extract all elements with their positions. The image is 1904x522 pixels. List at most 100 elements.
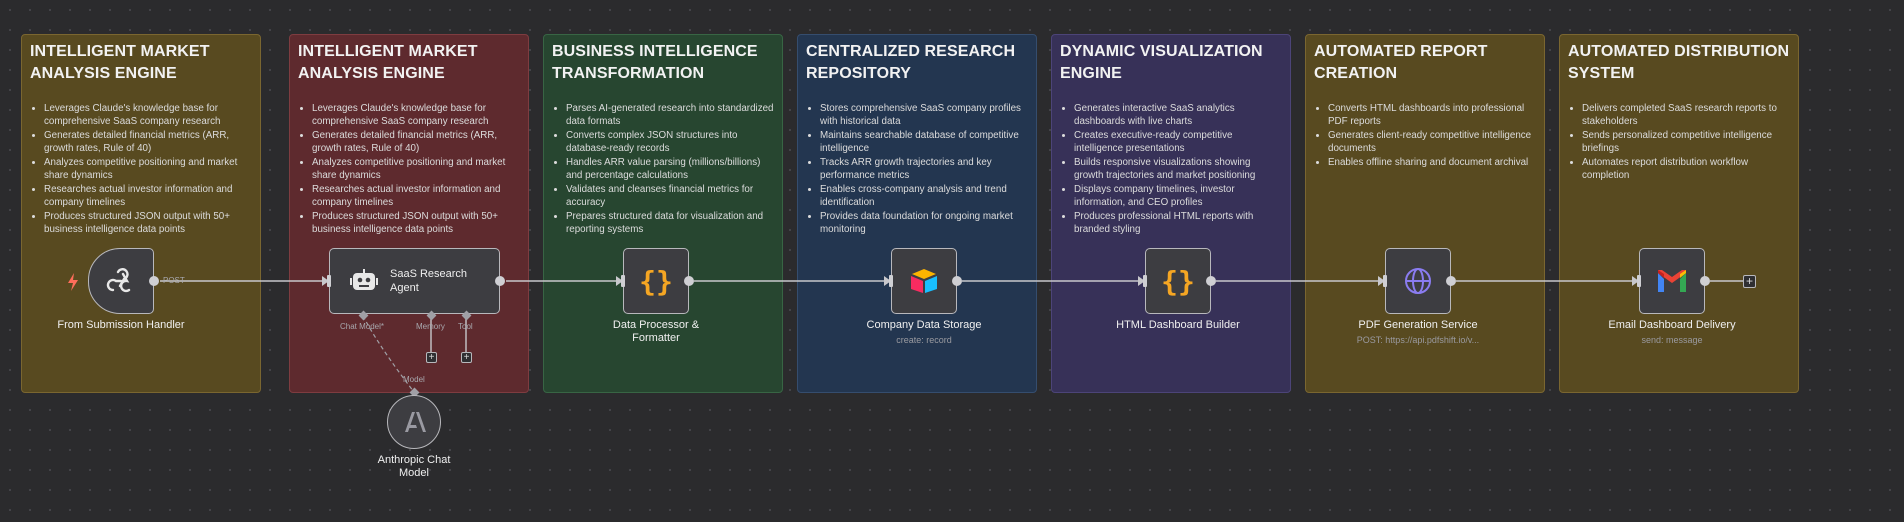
storage-node-label: Company Data Storage <box>866 319 982 331</box>
note-bullet: Generates detailed financial metrics (AR… <box>312 130 520 155</box>
note-bullet: Generates detailed financial metrics (AR… <box>44 130 252 155</box>
note-bullet: Stores comprehensive SaaS company profil… <box>820 103 1028 128</box>
email-node-label: Email Dashboard Delivery <box>1608 319 1736 331</box>
note-bullets: Leverages Claude's knowledge base for co… <box>30 103 252 236</box>
robot-icon <box>350 269 378 290</box>
input-port[interactable] <box>621 275 625 287</box>
chat-model-port-label: Chat Model* <box>340 322 385 331</box>
note-bullet: Produces professional HTML reports with … <box>1074 211 1282 236</box>
note-bullets: Delivers completed SaaS research reports… <box>1568 103 1790 182</box>
model-label-line1: Anthropic Chat <box>377 454 451 466</box>
output-port[interactable] <box>1206 276 1216 286</box>
arrow-agent <box>322 276 329 286</box>
bolt-icon <box>68 273 78 291</box>
note-bullets: Converts HTML dashboards into profession… <box>1314 103 1536 170</box>
model-node-label: Anthropic Chat Model <box>354 454 474 480</box>
tool-port-label: Tool <box>458 322 473 331</box>
note-distribution-system[interactable]: AUTOMATED DISTRIBUTION SYSTEM Delivers c… <box>1559 34 1799 393</box>
add-memory-button[interactable]: + <box>426 352 437 363</box>
input-port[interactable] <box>889 275 893 287</box>
note-market-analysis-2[interactable]: INTELLIGENT MARKET ANALYSIS ENGINE Lever… <box>289 34 529 393</box>
pdf-node-subtitle: POST: https://api.pdfshift.io/v... <box>1356 335 1480 345</box>
input-port[interactable] <box>1143 275 1147 287</box>
note-title: AUTOMATED REPORT CREATION <box>1314 43 1488 82</box>
output-port[interactable] <box>1446 276 1456 286</box>
note-bullet: Enables cross-company analysis and trend… <box>820 184 1028 209</box>
note-bullet: Leverages Claude's knowledge base for co… <box>44 103 252 128</box>
note-bullet: Sends personalized competitive intellige… <box>1582 130 1790 155</box>
note-bullets: Leverages Claude's knowledge base for co… <box>298 103 520 236</box>
note-bullets: Stores comprehensive SaaS company profil… <box>806 103 1028 236</box>
memory-port-label: Memory <box>416 322 445 331</box>
note-bullet: Enables offline sharing and document arc… <box>1328 157 1536 170</box>
dashboard-node-label: HTML Dashboard Builder <box>1116 319 1240 331</box>
company-data-storage-node[interactable] <box>889 248 962 314</box>
note-bullet: Generates interactive SaaS analytics das… <box>1074 103 1282 128</box>
note-title: INTELLIGENT MARKET ANALYSIS ENGINE <box>298 43 478 82</box>
input-port[interactable] <box>327 275 331 287</box>
note-bullet: Produces structured JSON output with 50+… <box>312 211 520 236</box>
agent-title-line1: SaaS Research <box>390 268 468 280</box>
note-bullet: Displays company timelines, investor inf… <box>1074 184 1282 209</box>
globe-icon <box>1405 268 1431 294</box>
saas-research-agent-node[interactable]: SaaS Research Agent <box>327 248 505 314</box>
note-bullet: Tracks ARR growth trajectories and key p… <box>820 157 1028 182</box>
note-visualization-engine[interactable]: DYNAMIC VISUALIZATION ENGINE Generates i… <box>1051 34 1291 393</box>
note-research-repository[interactable]: CENTRALIZED RESEARCH REPOSITORY Stores c… <box>797 34 1037 393</box>
from-submission-handler-node[interactable] <box>88 248 159 314</box>
input-port[interactable] <box>1637 275 1641 287</box>
note-bullet: Prepares structured data for visualizati… <box>566 211 774 236</box>
note-bullet: Delivers completed SaaS research reports… <box>1582 103 1790 128</box>
trigger-node-label: From Submission Handler <box>57 319 185 331</box>
output-port[interactable] <box>952 276 962 286</box>
note-market-analysis-1[interactable]: INTELLIGENT MARKET ANALYSIS ENGINE Lever… <box>21 34 261 393</box>
note-bullet: Analyzes competitive positioning and mar… <box>44 157 252 182</box>
airtable-icon <box>911 269 937 293</box>
arrow-pdf <box>1378 276 1385 286</box>
note-title: INTELLIGENT MARKET ANALYSIS ENGINE <box>30 43 210 82</box>
email-dashboard-delivery-node[interactable] <box>1637 248 1710 314</box>
html-dashboard-builder-node[interactable]: {} <box>1143 248 1216 314</box>
note-bullet: Generates client-ready competitive intel… <box>1328 130 1536 155</box>
agent-title-line2: Agent <box>390 282 419 294</box>
note-bullet: Converts HTML dashboards into profession… <box>1328 103 1536 128</box>
anthropic-chat-model-node[interactable] <box>387 395 441 449</box>
data-processor-node[interactable]: {} <box>621 248 694 314</box>
note-report-creation[interactable]: AUTOMATED REPORT CREATION Converts HTML … <box>1305 34 1545 393</box>
pdf-node-label: PDF Generation Service <box>1358 319 1478 331</box>
arrow-dashboard <box>1138 276 1145 286</box>
processor-label-line2: Formatter <box>632 332 680 344</box>
pdf-generation-service-node[interactable] <box>1383 248 1456 314</box>
note-bullet: Converts complex JSON structures into da… <box>566 130 774 155</box>
note-bullet: Builds responsive visualizations showing… <box>1074 157 1282 182</box>
processor-node-label: Data Processor & Formatter <box>586 319 726 345</box>
note-bi-transformation[interactable]: BUSINESS INTELLIGENCE TRANSFORMATION Par… <box>543 34 783 393</box>
output-port[interactable] <box>1700 276 1710 286</box>
note-bullet: Produces structured JSON output with 50+… <box>44 211 252 236</box>
note-bullet: Provides data foundation for ongoing mar… <box>820 211 1028 236</box>
note-bullet: Researches actual investor information a… <box>44 184 252 209</box>
add-node-button[interactable]: + <box>1743 275 1756 288</box>
webhook-icon <box>106 268 131 293</box>
note-bullet: Analyzes competitive positioning and mar… <box>312 157 520 182</box>
input-port[interactable] <box>1383 275 1387 287</box>
code-braces-icon: {} <box>1161 264 1195 298</box>
output-port[interactable] <box>495 276 505 286</box>
note-bullets: Generates interactive SaaS analytics das… <box>1060 103 1282 236</box>
add-tool-button[interactable]: + <box>461 352 472 363</box>
output-port[interactable] <box>149 276 159 286</box>
note-title: BUSINESS INTELLIGENCE TRANSFORMATION <box>552 43 758 82</box>
wire-model-agent <box>362 315 415 393</box>
output-port[interactable] <box>684 276 694 286</box>
agent-title: SaaS Research Agent <box>390 267 467 295</box>
note-bullet: Automates report distribution workflow c… <box>1582 157 1790 182</box>
arrow-processor <box>616 276 623 286</box>
note-title: DYNAMIC VISUALIZATION ENGINE <box>1060 43 1263 82</box>
processor-label-line1: Data Processor & <box>612 319 700 331</box>
model-label-line2: Model <box>399 467 429 479</box>
storage-node-subtitle: create: record <box>896 335 952 345</box>
note-bullet: Handles ARR value parsing (millions/bill… <box>566 157 774 182</box>
note-title: CENTRALIZED RESEARCH REPOSITORY <box>806 43 1016 82</box>
note-title: AUTOMATED DISTRIBUTION SYSTEM <box>1568 43 1790 82</box>
